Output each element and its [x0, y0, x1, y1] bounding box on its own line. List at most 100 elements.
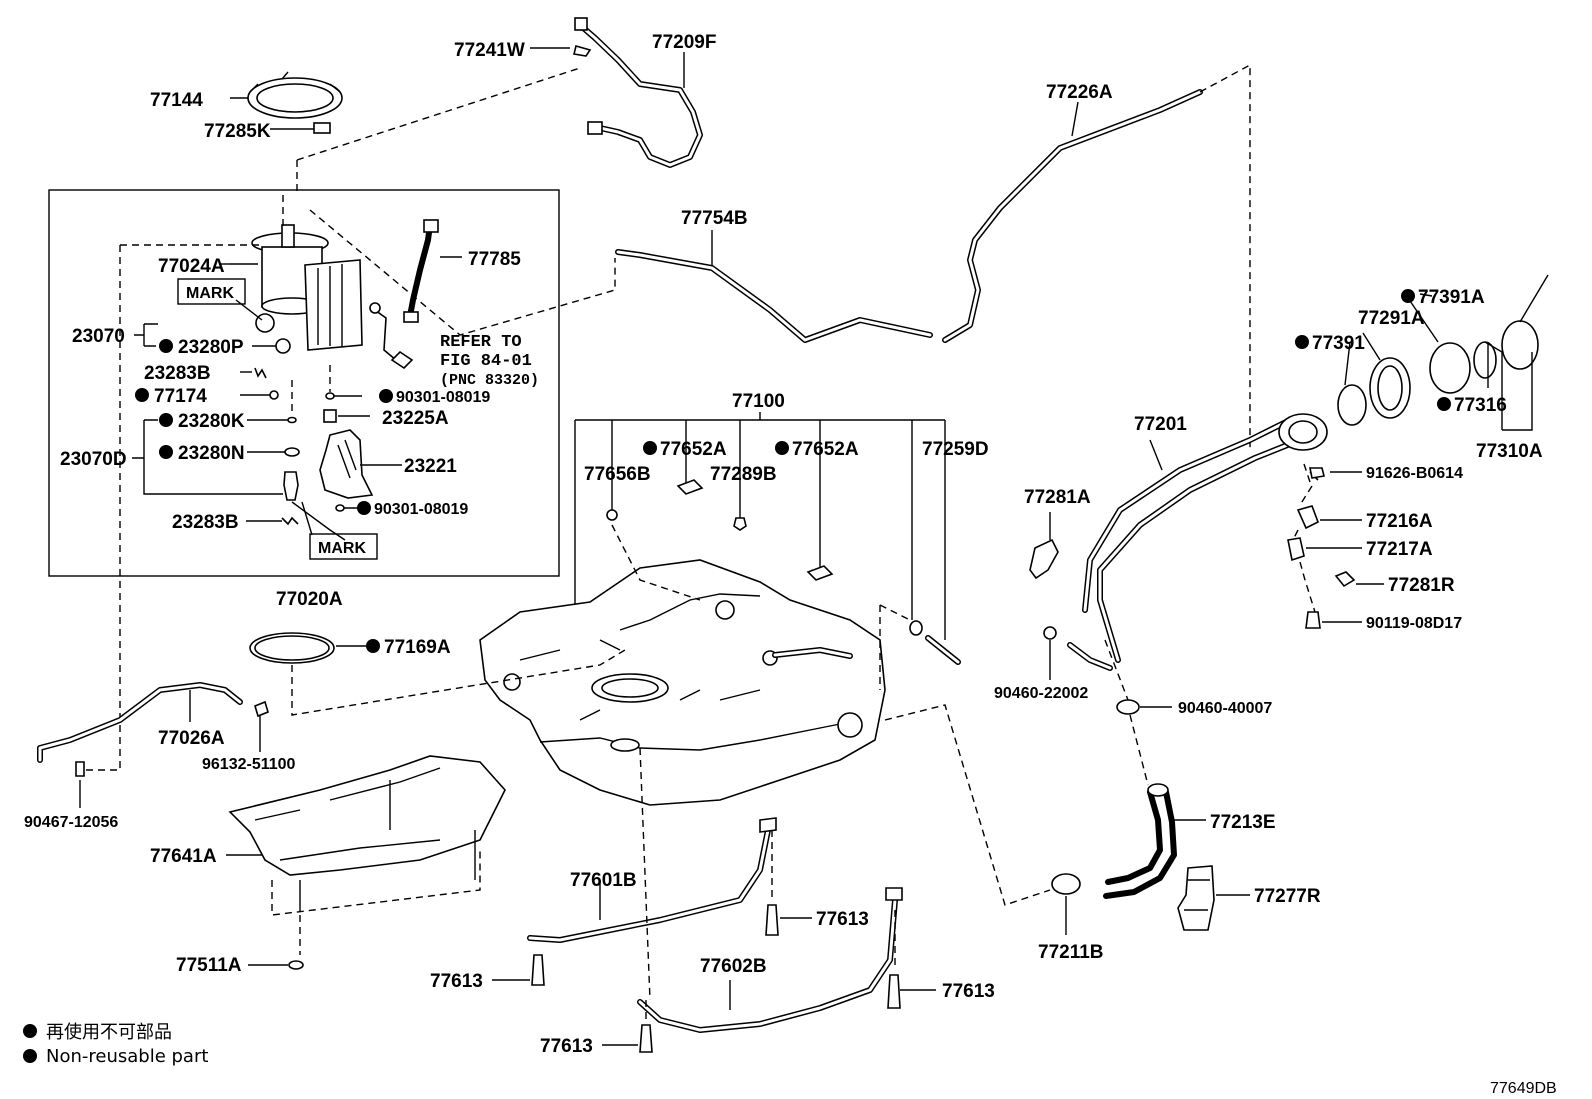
label-90301-08019-a: 90301-08019 [396, 389, 490, 406]
bolt-77613-a [765, 904, 779, 936]
refer-line-3: (PNC 83320) [440, 372, 539, 389]
bolt-77613-b [531, 954, 545, 986]
label-77213E: 77213E [1210, 812, 1276, 833]
label-77511A: 77511A [176, 955, 242, 976]
clip-77216A [1296, 505, 1320, 530]
label-90460-40007: 90460-40007 [1178, 700, 1272, 717]
label-77100: 77100 [732, 391, 785, 412]
ring-77291A [1369, 357, 1411, 419]
label-23070: 23070 [72, 326, 125, 347]
legend-dot-1 [23, 1024, 37, 1038]
label-77754B: 77754B [681, 208, 748, 229]
label-77281R: 77281R [1388, 575, 1455, 596]
fuel-tank-77100 [479, 559, 886, 806]
gasket-77391 [1337, 384, 1367, 426]
clamp-90467-12056 [75, 761, 85, 777]
pressure-regulator-23070D [283, 471, 299, 501]
pipe-77754B [615, 249, 933, 343]
spacer-23225A [323, 409, 337, 423]
label-77613-a: 77613 [816, 909, 869, 930]
label-77226A: 77226A [1046, 82, 1113, 103]
label-77310A: 77310A [1476, 441, 1543, 462]
non-reusable-dot-77652A-a [643, 441, 657, 455]
label-77144: 77144 [150, 90, 203, 111]
clip-96132-51100 [254, 700, 269, 718]
non-reusable-dot-23280P [159, 339, 173, 353]
bolt-77613-d [639, 1024, 653, 1053]
grommet-77511A [288, 960, 304, 970]
fuel-pump-assembly-box [48, 189, 560, 577]
mark-label-lower: MARK [318, 540, 366, 557]
grommet-77281R [1334, 571, 1356, 588]
label-77201: 77201 [1134, 414, 1187, 435]
gasket-77391A [1429, 342, 1471, 394]
hose-77213E [1103, 783, 1177, 899]
o-ring-77174 [269, 390, 279, 400]
non-reusable-dot-77174 [135, 388, 149, 402]
non-reusable-dot-90301-a [379, 389, 393, 403]
clip-23283B-lower [281, 516, 299, 526]
non-reusable-dot-23280N [159, 445, 173, 459]
mark-label-upper: MARK [186, 285, 234, 302]
wire-harness-77785 [407, 222, 433, 319]
label-96132-51100: 96132-51100 [202, 756, 296, 773]
strap-77601B [527, 817, 777, 943]
bolt-91626-B0614 [1309, 467, 1325, 479]
label-77652A-a: 77652A [660, 439, 727, 460]
pad-77652A-a [676, 479, 704, 495]
non-reusable-dot-23280K [159, 413, 173, 427]
label-23280K: 23280K [178, 411, 245, 432]
label-77259D: 77259D [922, 439, 989, 460]
grommet-77656B [606, 509, 618, 521]
clamp-77289B [733, 517, 747, 531]
mark-box-lower [309, 533, 378, 560]
non-reusable-dot-77169A [366, 639, 380, 653]
label-23283B-lower: 23283B [172, 512, 239, 533]
pump-housing-23221 [319, 429, 374, 499]
label-77277R: 77277R [1254, 886, 1321, 907]
label-23225A: 23225A [382, 408, 449, 429]
bolt-77613-c [887, 974, 901, 1009]
label-23070D: 23070D [60, 449, 127, 470]
legend-english: Non-reusable part [46, 1046, 208, 1067]
o-ring-23280K [287, 416, 297, 424]
label-90119-08D17: 90119-08D17 [1366, 615, 1462, 632]
label-77291A: 77291A [1358, 308, 1425, 329]
label-77209F: 77209F [652, 32, 716, 53]
label-77656B: 77656B [584, 464, 651, 485]
gasket-77316 [1473, 341, 1497, 379]
label-77020A: 77020A [276, 589, 343, 610]
label-91626-B0614: 91626-B0614 [1366, 465, 1463, 482]
label-77613-b: 77613 [430, 971, 483, 992]
filler-pipe-77201 [1067, 413, 1328, 671]
label-77316: 77316 [1454, 395, 1507, 416]
label-77241W: 77241W [454, 40, 525, 61]
non-reusable-dot-77652A-b [775, 441, 789, 455]
label-90301-08019-b: 90301-08019 [374, 501, 468, 518]
pad-77652A-b [806, 565, 834, 581]
clip-77217A [1287, 537, 1305, 562]
label-23280P: 23280P [178, 337, 244, 358]
label-77785: 77785 [468, 249, 521, 270]
label-23280N: 23280N [178, 443, 245, 464]
legend-japanese: 再使用不可部品 [46, 1022, 172, 1043]
label-77169A: 77169A [384, 637, 451, 658]
refer-line-1: REFER TO [440, 333, 522, 352]
clamp-77211B [1051, 873, 1081, 895]
non-reusable-dot-90301-b [357, 501, 371, 515]
label-77216A: 77216A [1366, 511, 1433, 532]
label-77391A: 77391A [1418, 287, 1485, 308]
non-reusable-dot-77391A [1401, 289, 1415, 303]
non-reusable-dot-77391 [1295, 335, 1309, 349]
clip-23283B-upper [254, 367, 267, 379]
label-90460-22002: 90460-22002 [994, 685, 1088, 702]
label-77601B: 77601B [570, 870, 637, 891]
label-77613-d: 77613 [540, 1036, 593, 1057]
filler-cap-77310A [1337, 274, 1549, 426]
label-77613-c: 77613 [942, 981, 995, 1002]
label-77174: 77174 [154, 386, 207, 407]
label-77024A: 77024A [158, 256, 225, 277]
label-23283B-upper: 23283B [144, 363, 211, 384]
grommet-77259D [909, 620, 923, 636]
